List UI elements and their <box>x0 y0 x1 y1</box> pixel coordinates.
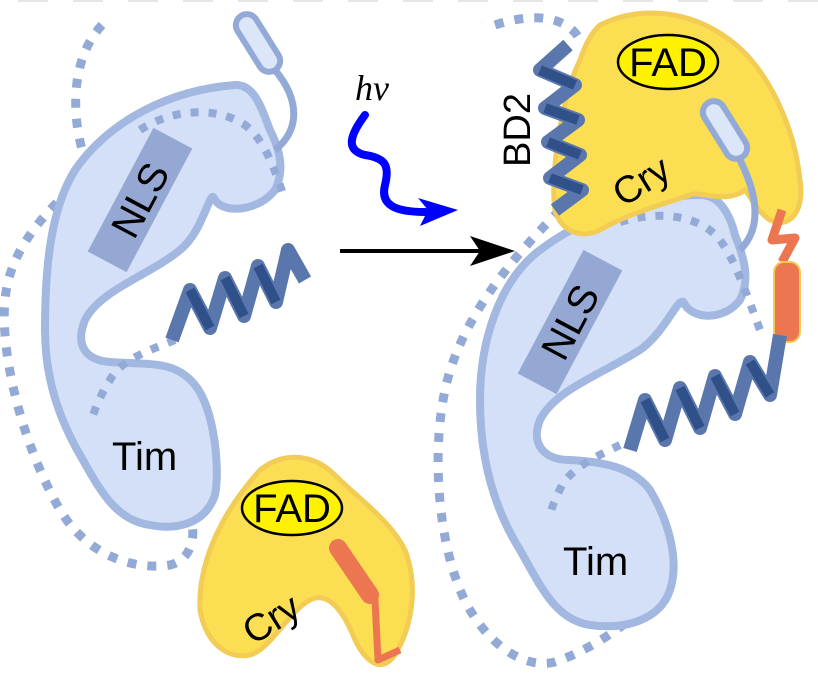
right-tim-label: Tim <box>563 540 628 584</box>
left-tether-stalk <box>272 67 298 153</box>
right-fad-ellipse <box>616 33 720 91</box>
reaction-arrow <box>340 236 515 266</box>
photon-label: hν <box>355 68 389 108</box>
left-fad-label: FAD <box>253 487 331 531</box>
right-inner-dashed-line-2 <box>546 441 622 519</box>
left-cry-ctt-rod <box>329 539 379 604</box>
left-dashed-loop <box>0 21 198 571</box>
photon-arrow: hν <box>347 68 458 226</box>
right-dashed-loop <box>433 13 654 668</box>
left-tim-label: Tim <box>112 435 177 479</box>
left-helix <box>165 243 312 343</box>
right-cry-ctt-rod <box>773 261 801 343</box>
right-inner-dashed-line <box>618 211 764 332</box>
bd2-helix <box>533 39 589 216</box>
left-inner-dashed-line-2 <box>89 336 177 417</box>
right-tether-rod <box>699 98 751 162</box>
right-fad-label: FAD <box>629 41 707 85</box>
left-inner-dashed-line <box>137 108 289 202</box>
left-fad-ellipse <box>240 479 344 537</box>
bd2-label: BD2 <box>497 93 539 167</box>
reaction-arrowhead <box>470 236 515 266</box>
right-cry-ctt-linker <box>767 208 800 265</box>
left-tim-body <box>41 81 285 531</box>
left-state: NLS Tim FAD Cry <box>0 11 415 667</box>
right-helix <box>623 333 787 453</box>
photon-wave <box>347 111 429 216</box>
right-state: NLS Tim FAD Cry BD2 <box>433 10 804 668</box>
right-tim-body <box>476 191 750 631</box>
photon-arrowhead <box>418 198 458 226</box>
bd2-label-group: BD2 <box>497 93 539 167</box>
right-tether-stalk <box>736 158 759 253</box>
left-tether-rod <box>232 11 284 75</box>
